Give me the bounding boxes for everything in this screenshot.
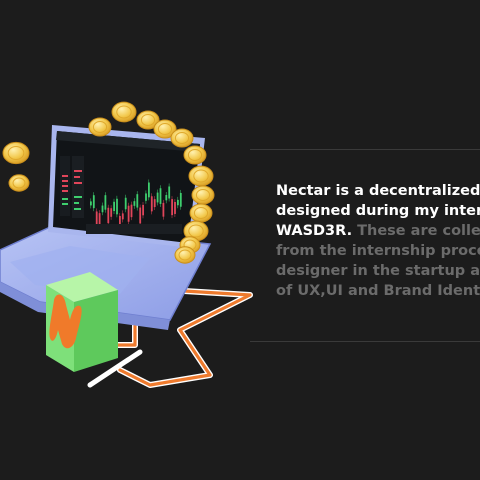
candle — [139, 207, 142, 224]
coin-icon — [183, 145, 207, 165]
candle — [121, 213, 124, 220]
coin-icon — [174, 246, 196, 264]
candle — [136, 194, 139, 208]
candle-chart — [90, 179, 182, 234]
candle — [92, 195, 95, 209]
candle — [107, 207, 110, 224]
candle — [119, 215, 121, 231]
candle — [145, 193, 147, 201]
coin-inner-ring — [12, 177, 26, 189]
connection-path — [87, 285, 253, 388]
coin-icon — [88, 117, 112, 137]
candle — [165, 195, 168, 201]
coin-inner-ring — [140, 114, 156, 126]
divider-bottom — [250, 341, 480, 342]
coin-inner-ring — [174, 132, 190, 144]
candle — [116, 198, 118, 215]
intro-rest: These are collec from the internship pro… — [276, 223, 480, 299]
coin-inner-ring — [116, 105, 132, 119]
candle — [150, 196, 153, 212]
coin-icon — [170, 128, 194, 148]
coin-icon — [2, 141, 30, 165]
candle — [101, 205, 104, 213]
coin-inner-ring — [187, 149, 203, 161]
coin-icon — [8, 174, 30, 192]
candle — [177, 199, 179, 206]
order-book — [60, 156, 84, 218]
candle — [90, 201, 92, 206]
candle — [133, 201, 136, 206]
coin-icon — [111, 101, 137, 123]
candle — [130, 204, 133, 218]
coin-stack — [2, 101, 215, 264]
project-intro-text: Nectar is a decentralized designed durin… — [276, 181, 480, 301]
candle — [142, 204, 144, 216]
candle — [110, 208, 113, 217]
candle — [162, 202, 165, 217]
candle — [174, 201, 176, 214]
candle — [153, 199, 156, 208]
candle — [127, 205, 130, 222]
coin-inner-ring — [178, 249, 192, 261]
coin-icon — [153, 119, 177, 139]
candle — [156, 192, 159, 203]
coin-inner-ring — [193, 169, 209, 183]
candle — [159, 188, 162, 204]
candle — [98, 213, 101, 225]
laptop-illustration — [0, 125, 212, 330]
coin-inner-ring — [188, 224, 204, 238]
intro-lead: Nectar is a decentralized designed durin… — [276, 183, 480, 239]
coin-icon — [191, 185, 215, 205]
coin-inner-ring — [92, 121, 108, 133]
divider-top — [250, 149, 480, 150]
candle — [179, 192, 182, 207]
candle — [104, 195, 107, 210]
coin-inner-ring — [193, 207, 209, 219]
candle — [113, 201, 115, 212]
nectar-logo-cube — [46, 272, 118, 372]
candle — [148, 182, 150, 198]
candle — [171, 199, 173, 216]
coin-icon — [188, 165, 214, 187]
candle — [95, 211, 98, 228]
coin-icon — [136, 110, 160, 130]
coin-inner-ring — [195, 189, 211, 201]
coin-inner-ring — [157, 123, 173, 135]
coin-icon — [189, 203, 213, 223]
candle — [168, 186, 171, 199]
coin-inner-ring — [7, 146, 25, 160]
candle — [124, 197, 127, 210]
